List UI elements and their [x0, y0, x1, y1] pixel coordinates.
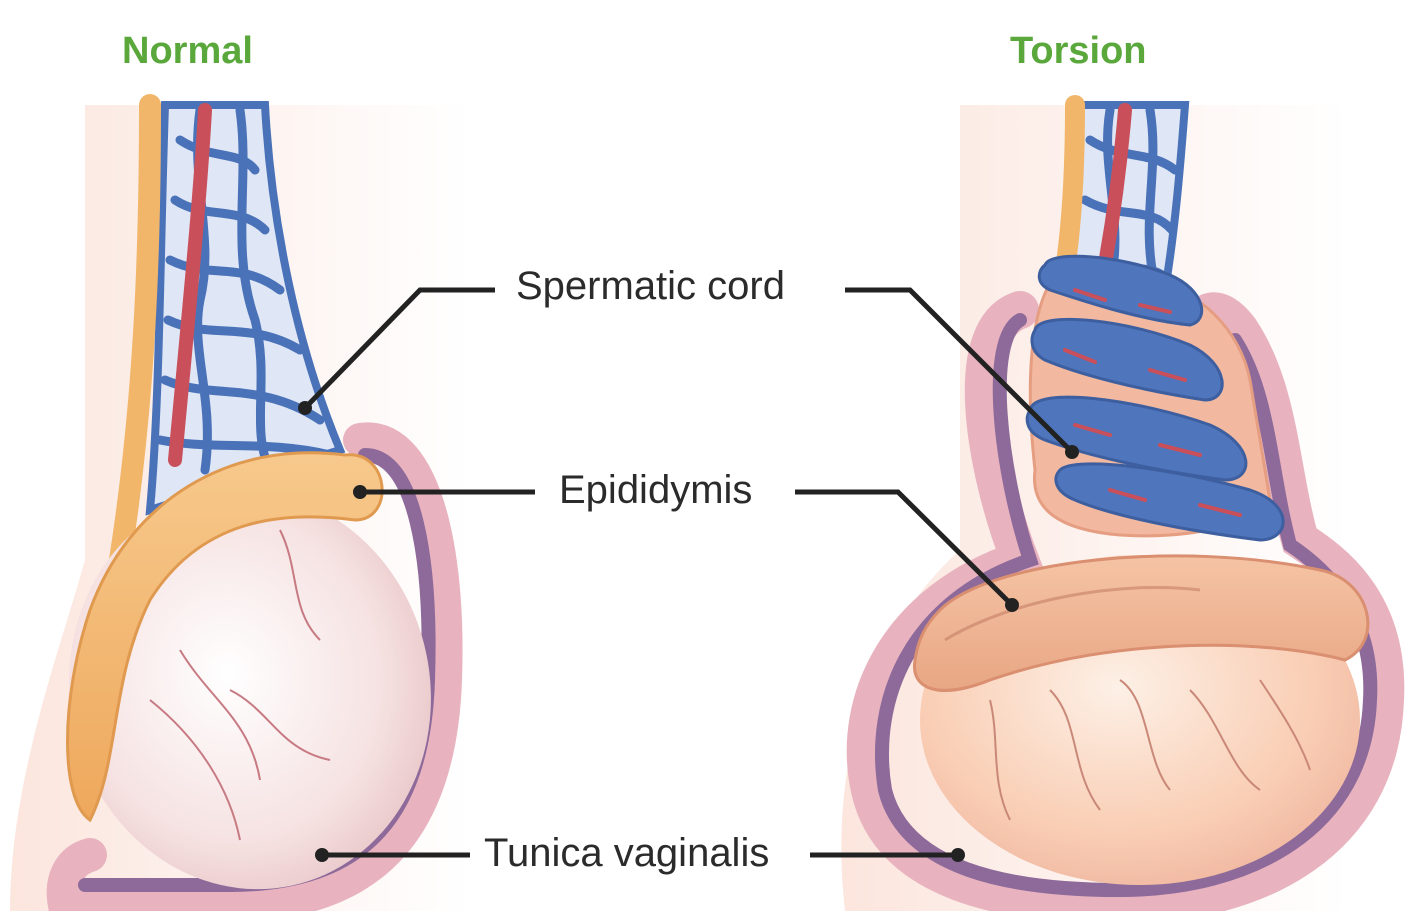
label-tunica-vaginalis: Tunica vaginalis: [478, 831, 775, 876]
panel-title-normal: Normal: [122, 30, 253, 73]
leader-dot-epididymis-left: [353, 485, 367, 499]
leader-dot-epididymis-right: [1005, 598, 1019, 612]
leader-dot-tunica-left: [315, 848, 329, 862]
leader-dot-spermatic-cord-right: [1065, 445, 1079, 459]
torsion-anatomy: [841, 105, 1385, 911]
leader-dot-spermatic-cord-left: [298, 401, 312, 415]
leader-dot-tunica-right: [951, 848, 965, 862]
panel-title-torsion: Torsion: [1010, 30, 1147, 73]
label-epididymis: Epididymis: [553, 468, 758, 513]
normal-anatomy: [10, 105, 470, 911]
label-spermatic-cord: Spermatic cord: [510, 264, 791, 309]
